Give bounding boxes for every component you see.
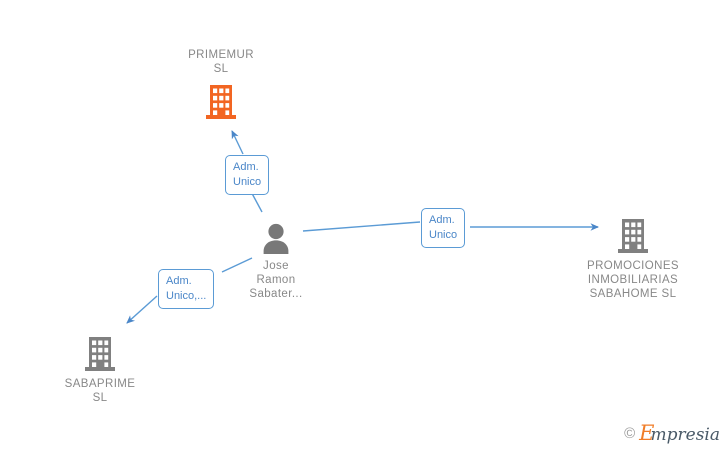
node-label-promociones: PROMOCIONES INMOBILIARIAS SABAHOME SL [587, 260, 679, 300]
edge-label-person-primemur[interactable]: Adm. Unico [225, 155, 270, 195]
building-icon [206, 85, 236, 119]
brand-wordmark: E mpresia [639, 423, 720, 444]
node-label-person: Jose Ramon Sabater... [249, 260, 303, 300]
node-label-primemur: PRIMEMUR SL [188, 49, 254, 75]
node-icon-promociones [558, 214, 708, 254]
person-icon [263, 223, 289, 254]
node-icon-person [201, 214, 351, 254]
edge-label-person-sabaprime[interactable]: Adm. Unico,... [158, 269, 215, 309]
node-primemur[interactable]: PRIMEMUR SL [146, 48, 296, 120]
edge-label-person-promociones[interactable]: Adm. Unico [421, 208, 466, 248]
node-label-sabaprime: SABAPRIME SL [64, 378, 136, 404]
copyright-icon: © [624, 425, 636, 442]
watermark-empresia: © E mpresia [624, 423, 720, 444]
brand-rest: mpresia [650, 425, 721, 445]
brand-initial: E [639, 421, 654, 445]
node-icon-primemur [146, 80, 296, 120]
node-sabaprime[interactable]: SABAPRIME SL [25, 332, 175, 405]
building-icon [85, 337, 115, 371]
node-promociones[interactable]: PROMOCIONES INMOBILIARIAS SABAHOME SL [558, 214, 708, 301]
building-icon [618, 219, 648, 253]
node-icon-sabaprime [25, 332, 175, 372]
node-person[interactable]: Jose Ramon Sabater... [201, 214, 351, 301]
